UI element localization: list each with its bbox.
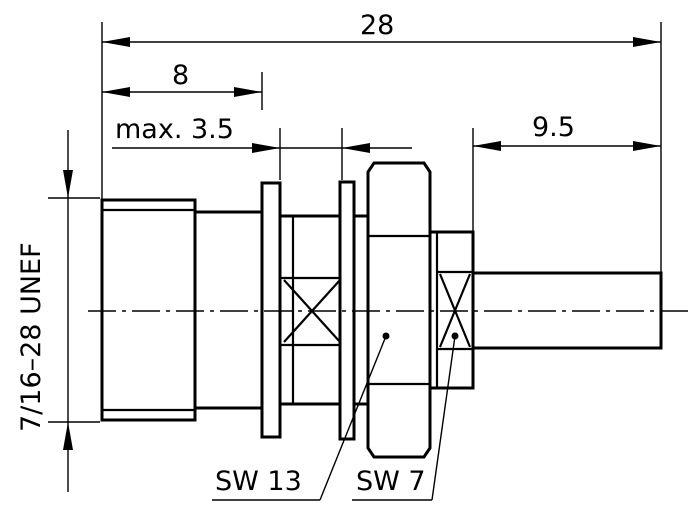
dimension-8: 8 — [102, 60, 262, 97]
connector-body — [100, 161, 663, 459]
flange — [260, 181, 282, 439]
dimension-max-3-5: max. 3.5 — [112, 114, 412, 153]
mid-body — [352, 214, 370, 406]
dimension-28: 28 — [102, 10, 661, 47]
dimension-28-label: 28 — [360, 10, 394, 41]
shank — [193, 210, 264, 410]
rear-body — [278, 214, 346, 406]
dimension-max-label: max. 3.5 — [115, 114, 234, 145]
sw7-label: SW 7 — [356, 466, 426, 497]
callout-sw7: SW 7 — [352, 332, 459, 501]
callout-sw13: SW 13 — [212, 332, 390, 501]
dimension-thread: 7/16–28 UNEF — [16, 130, 73, 492]
dimension-9-5-label: 9.5 — [532, 112, 575, 143]
thread-label: 7/16–28 UNEF — [16, 242, 47, 432]
dimension-8-label: 8 — [172, 60, 189, 91]
sw13-label: SW 13 — [215, 466, 302, 497]
dimension-9-5: 9.5 — [473, 112, 661, 151]
hex-nut-sw13 — [366, 161, 432, 459]
threaded-coupling — [100, 198, 197, 422]
